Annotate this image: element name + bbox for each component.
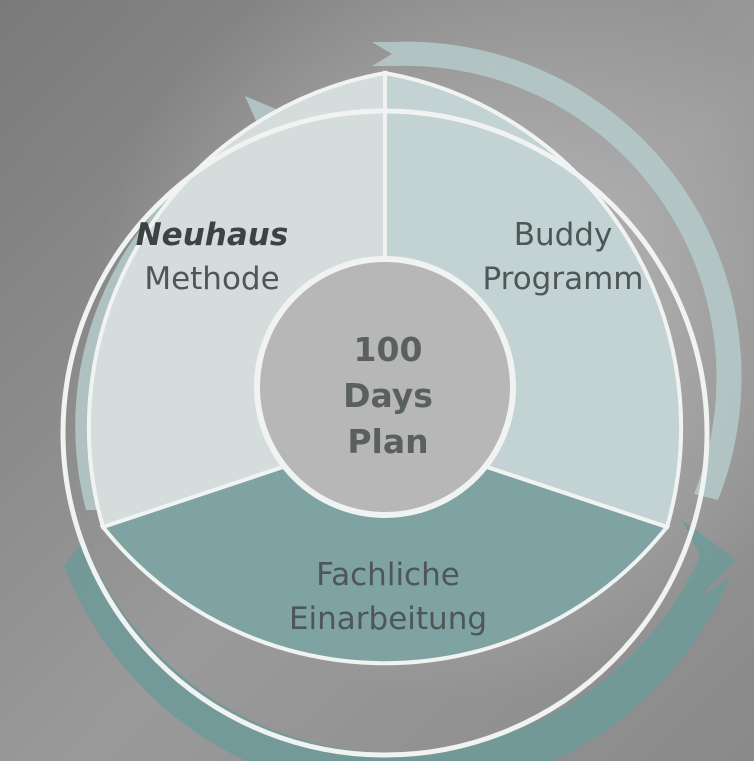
segment-label-einarbeitung: Einarbeitung — [289, 601, 487, 637]
segment-label-methode: Methode — [144, 261, 279, 297]
circle-border — [60, 108, 710, 758]
segment-label-buddy: Buddy — [514, 217, 613, 253]
segment-label-fachliche: Fachliche — [316, 557, 460, 593]
center-hub[interactable] — [254, 256, 516, 518]
segment-label-neuhaus: Neuhaus — [136, 217, 289, 253]
segment-label-programm: Programm — [483, 261, 644, 297]
segment-fachliche-einarbeitung[interactable] — [99, 430, 671, 666]
center-label-plan: Plan — [347, 422, 428, 461]
center-label-100: 100 — [354, 330, 423, 369]
center-label-days: Days — [343, 376, 433, 415]
ring-arrow-top — [372, 41, 742, 500]
